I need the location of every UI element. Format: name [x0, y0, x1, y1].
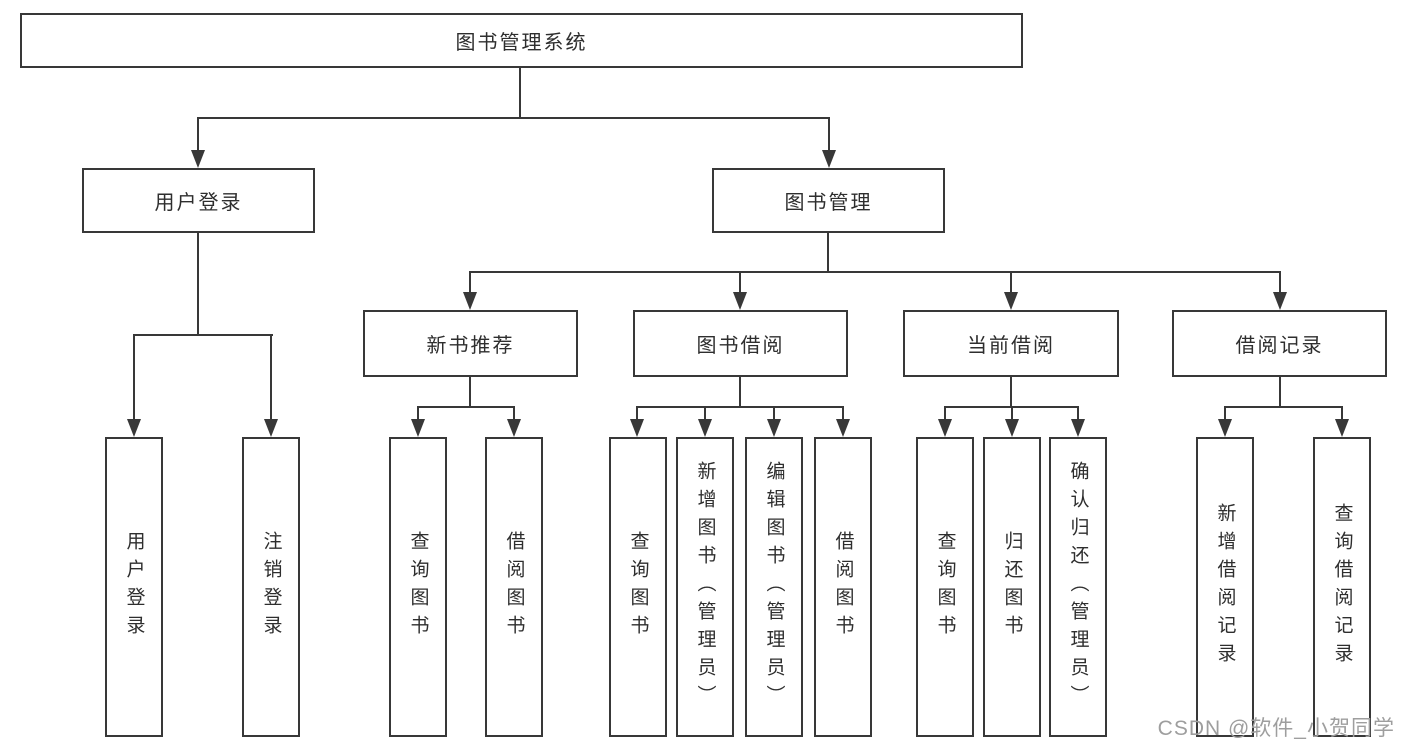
- leaf-return-books: 归还图书: [983, 437, 1041, 737]
- connector-line: [828, 117, 830, 152]
- connector-line: [1279, 377, 1281, 408]
- connector-line: [417, 406, 515, 408]
- connector-line: [133, 334, 273, 336]
- leaf-confirm-return-admin: 确认归还（管理员）: [1049, 437, 1107, 737]
- leaf-logout: 注销登录: [242, 437, 300, 737]
- connector-line: [1077, 406, 1079, 421]
- connector-line: [1341, 406, 1343, 421]
- node-user-login: 用户登录: [82, 168, 315, 233]
- arrow-head: [822, 150, 836, 168]
- leaf-user-login: 用户登录: [105, 437, 163, 737]
- arrow-head: [127, 419, 141, 437]
- connector-line: [197, 117, 830, 119]
- arrow-head: [938, 419, 952, 437]
- arrow-head: [733, 292, 747, 310]
- leaf-borrow-books-recommend: 借阅图书: [485, 437, 543, 737]
- arrow-head: [507, 419, 521, 437]
- connector-line: [842, 406, 844, 421]
- node-book-borrowing: 图书借阅: [633, 310, 848, 377]
- arrow-head: [1218, 419, 1232, 437]
- connector-line: [513, 406, 515, 421]
- arrow-head: [1071, 419, 1085, 437]
- arrow-head: [264, 419, 278, 437]
- connector-line: [827, 233, 829, 273]
- arrow-head: [836, 419, 850, 437]
- leaf-query-borrow-record: 查询借阅记录: [1313, 437, 1371, 737]
- connector-line: [944, 406, 946, 421]
- connector-line: [133, 334, 135, 421]
- connector-line: [773, 406, 775, 421]
- arrow-head: [698, 419, 712, 437]
- connector-line: [739, 377, 741, 408]
- leaf-query-books-current: 查询图书: [916, 437, 974, 737]
- arrow-head: [1335, 419, 1349, 437]
- arrow-head: [630, 419, 644, 437]
- connector-line: [636, 406, 844, 408]
- connector-line: [1224, 406, 1226, 421]
- arrow-head: [1004, 292, 1018, 310]
- leaf-query-books-recommend: 查询图书: [389, 437, 447, 737]
- arrow-head: [463, 292, 477, 310]
- connector-line: [1279, 271, 1281, 294]
- connector-line: [469, 271, 471, 294]
- leaf-borrow-books-borrowing: 借阅图书: [814, 437, 872, 737]
- arrow-head: [411, 419, 425, 437]
- arrow-head: [1005, 419, 1019, 437]
- leaf-add-books-admin: 新增图书（管理员）: [676, 437, 734, 737]
- node-new-book-recommendation: 新书推荐: [363, 310, 578, 377]
- connector-line: [270, 334, 272, 421]
- connector-line: [469, 271, 1281, 273]
- connector-line: [1224, 406, 1343, 408]
- watermark-text: CSDN @软件_小贺同学: [1157, 717, 1395, 740]
- leaf-edit-books-admin: 编辑图书（管理员）: [745, 437, 803, 737]
- connector-line: [1010, 271, 1012, 294]
- node-book-management: 图书管理: [712, 168, 945, 233]
- node-book-management-system: 图书管理系统: [20, 13, 1023, 68]
- arrow-head: [1273, 292, 1287, 310]
- connector-line: [469, 377, 471, 408]
- connector-line: [519, 68, 521, 118]
- connector-line: [704, 406, 706, 421]
- arrow-head: [191, 150, 205, 168]
- connector-line: [636, 406, 638, 421]
- connector-line: [1010, 377, 1012, 408]
- connector-line: [197, 233, 199, 335]
- leaf-query-books-borrowing: 查询图书: [609, 437, 667, 737]
- connector-line: [1011, 406, 1013, 421]
- leaf-add-borrow-record: 新增借阅记录: [1196, 437, 1254, 737]
- node-borrowing-records: 借阅记录: [1172, 310, 1387, 377]
- connector-line: [417, 406, 419, 421]
- connector-line: [739, 271, 741, 294]
- arrow-head: [767, 419, 781, 437]
- node-current-borrowing: 当前借阅: [903, 310, 1119, 377]
- connector-line: [197, 117, 199, 152]
